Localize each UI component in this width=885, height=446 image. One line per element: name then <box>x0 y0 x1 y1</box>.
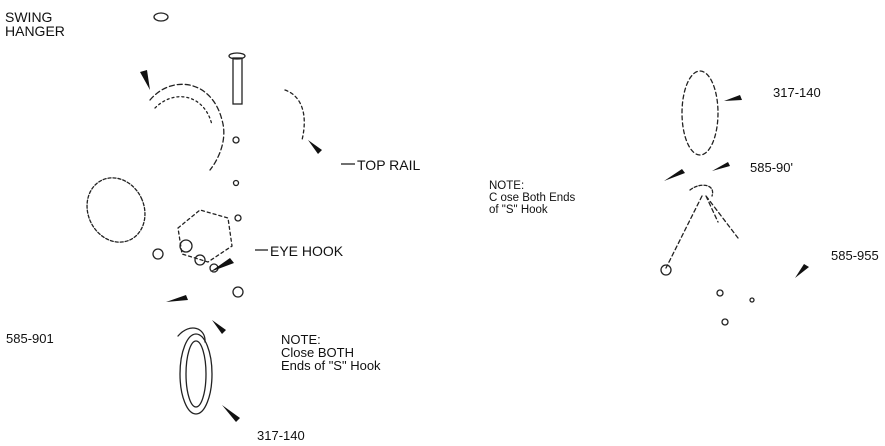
swing-hanger-label-line1: SWING <box>5 9 53 25</box>
left-part-317-140-label: 317-140 <box>257 428 305 443</box>
pointer-marker <box>308 140 322 154</box>
right-s-hook <box>689 184 714 197</box>
spacer-ring <box>86 177 146 243</box>
right-hanger <box>665 195 739 269</box>
left-note-line3: Ends of "S" Hook <box>281 358 381 373</box>
right-part-585-955-label: 585-955 <box>831 248 879 263</box>
left-part-585-901-label: 585-901 <box>6 331 54 346</box>
left-note-line1: NOTE: <box>281 332 321 347</box>
left-link-317-140 <box>179 333 213 415</box>
pointer-marker <box>222 405 240 422</box>
bolt <box>232 57 243 105</box>
eye-hook-label: EYE HOOK <box>270 243 344 259</box>
right-note-line3: of "S" Hook <box>489 204 548 216</box>
pointer-marker <box>664 169 685 181</box>
left-s-hook <box>177 327 206 343</box>
left-note-line2: Close BOTH <box>281 345 354 360</box>
swing-hanger-label-line2: HANGER <box>5 23 65 39</box>
top-rail-label: TOP RAIL <box>357 157 421 173</box>
pointer-marker <box>140 70 150 90</box>
eye-hook-block <box>177 209 233 263</box>
right-link-317-140 <box>681 70 719 156</box>
pointer-marker <box>212 320 226 334</box>
right-note-line1: NOTE: <box>489 180 525 192</box>
right-part-585-901-label: 585-90' <box>750 160 793 175</box>
pointer-marker <box>210 258 234 272</box>
swing-hanger-part <box>149 83 225 171</box>
right-part-317-140-label: 317-140 <box>773 85 821 100</box>
pointer-marker <box>166 295 188 302</box>
top-rail-part <box>284 89 305 141</box>
top-washer <box>153 12 169 22</box>
right-note-line2: C ose Both Ends <box>489 192 576 204</box>
pointer-marker <box>712 162 730 171</box>
pointer-marker <box>724 95 742 101</box>
pointer-marker <box>795 264 809 278</box>
